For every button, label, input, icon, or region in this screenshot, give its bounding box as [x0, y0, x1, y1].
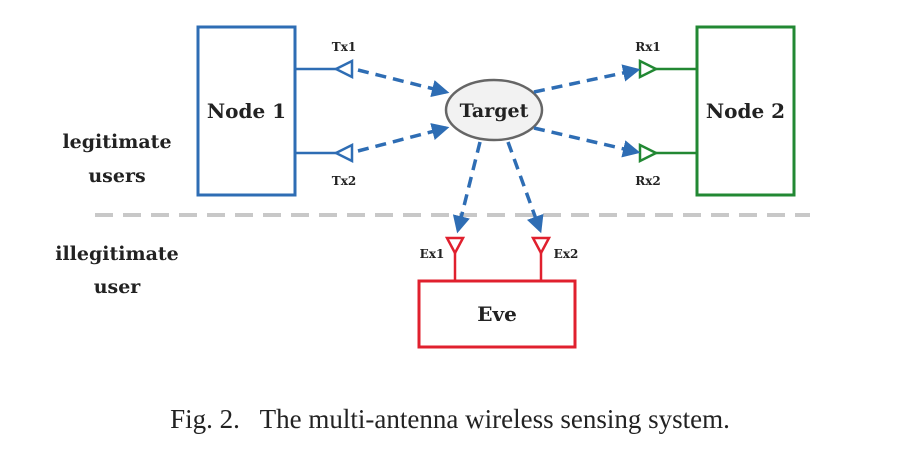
node2-box	[695, 25, 796, 197]
ex1-antenna-icon	[444, 236, 466, 256]
target-label: Target	[460, 100, 529, 122]
eve-label: Eve	[477, 302, 517, 326]
node1-box	[196, 25, 297, 197]
rx2-antenna-icon	[638, 142, 659, 164]
arrow-tx2-target	[357, 123, 450, 153]
tx1-label: Tx1	[332, 40, 356, 54]
illegitimate-label-line2: user	[94, 276, 142, 298]
rx1-antenna-icon	[638, 58, 659, 80]
illegitimate-label-line1: illegitimate	[55, 243, 179, 265]
arrow-target-rx2	[533, 126, 641, 158]
rx2-label: Rx2	[635, 174, 660, 188]
node2-label: Node 2	[706, 99, 785, 123]
tx2-antenna-icon	[333, 142, 354, 164]
arrow-target-rx1	[533, 64, 641, 94]
eve-box	[417, 279, 577, 349]
ex2-label: Ex2	[554, 247, 579, 261]
rx1-label: Rx1	[635, 40, 660, 54]
ex2-antenna-icon	[530, 236, 552, 256]
target-ellipse	[444, 78, 544, 142]
arrow-target-ex1	[452, 141, 482, 234]
ex1-label: Ex1	[420, 247, 445, 261]
tx2-label: Tx2	[332, 174, 356, 188]
node1-label: Node 1	[207, 99, 286, 123]
legitimate-label-line1: legitimate	[62, 131, 171, 153]
legitimate-label-line2: users	[88, 165, 145, 187]
figure-caption: Fig. 2. The multi-antenna wireless sensi…	[170, 404, 730, 434]
arrow-tx1-target	[357, 68, 450, 98]
tx1-antenna-icon	[333, 58, 354, 80]
arrow-target-ex2	[506, 141, 544, 234]
